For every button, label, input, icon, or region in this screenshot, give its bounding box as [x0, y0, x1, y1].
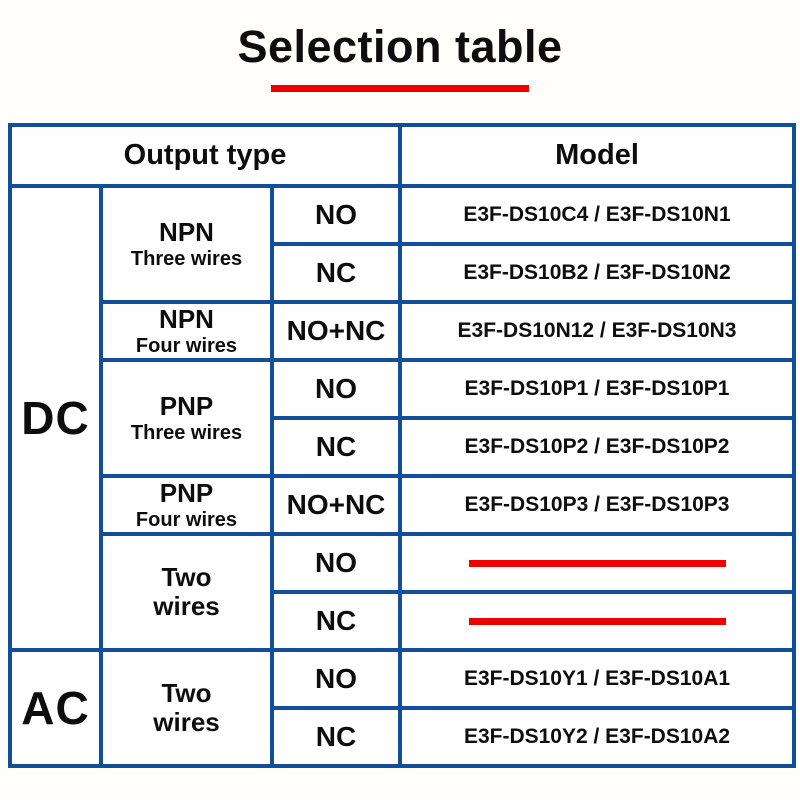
- table-row: NPN Four wires NO+NC E3F-DS10N12 / E3F-D…: [10, 300, 797, 362]
- table-row: NC: [10, 590, 797, 652]
- wiring-main-label: wires: [153, 591, 220, 621]
- cell-output: NO: [269, 532, 403, 594]
- cell-wiring-two-wires-dc: Two wires: [99, 532, 274, 652]
- cell-wiring-two-wires-ac: Two wires: [99, 648, 274, 768]
- wiring-main-label: PNP: [159, 390, 214, 421]
- wiring-sub-label: Four wires: [135, 508, 238, 531]
- cell-output: NO: [269, 358, 403, 420]
- cell-model-empty: [398, 532, 797, 594]
- wiring-main-label: wires: [153, 707, 220, 737]
- cell-model: E3F-DS10N12 / E3F-DS10N3: [398, 300, 797, 362]
- wiring-main-label: Two: [161, 562, 212, 592]
- table-row: PNP Three wires NO E3F-DS10P1 / E3F-DS10…: [10, 358, 797, 478]
- cell-model-empty: [398, 590, 797, 652]
- table-row: NC E3F-DS10P2 / E3F-DS10P2: [10, 416, 797, 478]
- wiring-main-label: NPN: [159, 303, 214, 334]
- title-underline-bar: [271, 85, 529, 92]
- wiring-sub-label: Four wires: [135, 334, 238, 357]
- cell-wiring-npn-four: NPN Four wires: [99, 300, 274, 362]
- table-row: DC NPN Three wires NO E3F-DS10C4 / E3F-D…: [8, 184, 797, 652]
- cell-model: E3F-DS10C4 / E3F-DS10N1: [398, 184, 797, 246]
- cell-output: NC: [269, 706, 403, 768]
- selection-table: Output type Model DC NPN Three wires NO …: [7, 123, 797, 768]
- cell-wiring-npn-three: NPN Three wires: [99, 184, 274, 304]
- wiring-sub-label: Three wires: [130, 421, 243, 444]
- cell-model: E3F-DS10Y1 / E3F-DS10A1: [398, 648, 797, 710]
- cell-output: NO+NC: [269, 300, 403, 362]
- table-row: PNP Four wires NO+NC E3F-DS10P3 / E3F-DS…: [10, 474, 797, 536]
- cell-model: E3F-DS10B2 / E3F-DS10N2: [398, 242, 797, 304]
- cell-output: NO: [269, 184, 403, 246]
- cell-output: NC: [269, 416, 403, 478]
- cell-model: E3F-DS10Y2 / E3F-DS10A2: [398, 706, 797, 768]
- wiring-main-label: Two: [161, 678, 212, 708]
- table-row: AC Two wires NO E3F-DS10Y1 / E3F-DS10A1: [8, 648, 797, 768]
- cell-output: NO+NC: [269, 474, 403, 536]
- wiring-main-label: NPN: [159, 216, 214, 247]
- cell-wiring-pnp-four: PNP Four wires: [99, 474, 274, 536]
- wiring-main-label: PNP: [159, 477, 214, 508]
- no-model-red-bar: [468, 559, 726, 567]
- cell-output: NC: [269, 590, 403, 652]
- cell-model: E3F-DS10P1 / E3F-DS10P1: [398, 358, 797, 420]
- header-model: Model: [398, 123, 797, 188]
- no-model-red-bar: [468, 617, 726, 625]
- wiring-sub-label: Three wires: [130, 247, 243, 270]
- page-title: Selection table: [237, 21, 563, 72]
- table-row: NC E3F-DS10B2 / E3F-DS10N2: [10, 242, 797, 304]
- cell-model: E3F-DS10P3 / E3F-DS10P3: [398, 474, 797, 536]
- cell-model: E3F-DS10P2 / E3F-DS10P2: [398, 416, 797, 478]
- table-row: Two wires NO: [10, 532, 797, 652]
- header-output-type: Output type: [7, 123, 403, 188]
- cell-output: NO: [269, 648, 403, 710]
- cell-wiring-pnp-three: PNP Three wires: [99, 358, 274, 478]
- table-header-row: Output type Model: [7, 123, 797, 188]
- table-row: NC E3F-DS10Y2 / E3F-DS10A2: [10, 706, 797, 768]
- cell-power-dc: DC: [8, 184, 103, 652]
- cell-output: NC: [269, 242, 403, 304]
- cell-power-ac: AC: [8, 648, 103, 768]
